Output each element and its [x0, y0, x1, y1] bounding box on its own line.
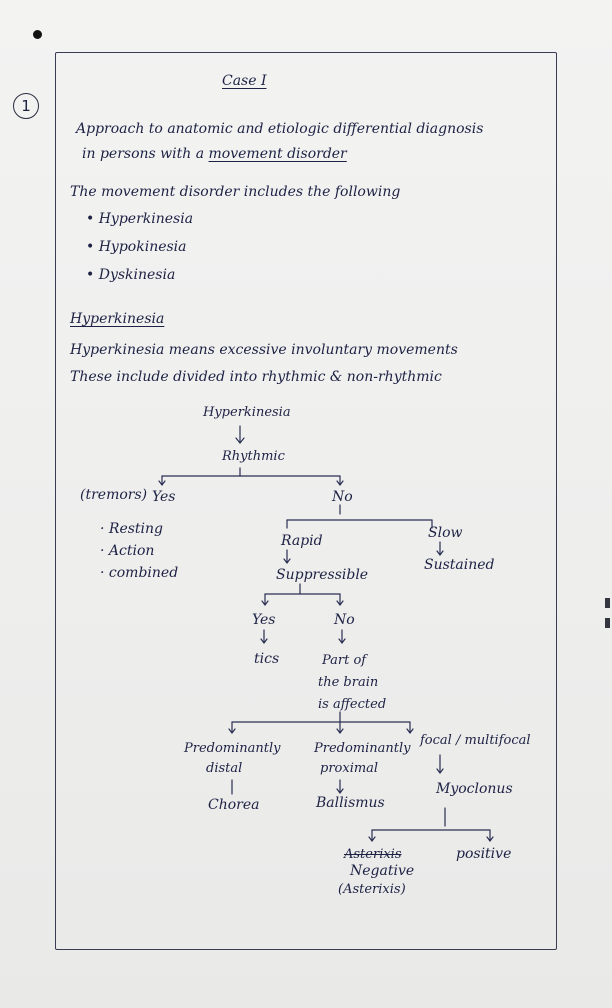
- node-chorea: Chorea: [208, 797, 260, 813]
- category-label: Hypokinesia: [98, 239, 187, 255]
- node-sustained: Sustained: [424, 557, 495, 573]
- node-positive: positive: [456, 846, 512, 862]
- node-predominantly-distal: Predominantly: [184, 741, 281, 756]
- tremor-type: · Resting: [100, 521, 163, 537]
- node-part-of-brain: is affected: [318, 697, 387, 712]
- intro-line-1: Approach to anatomic and etiologic diffe…: [76, 121, 484, 137]
- tremor-type-label: combined: [108, 565, 179, 581]
- node-slow: Slow: [428, 525, 463, 541]
- node-predominantly-proximal: proximal: [320, 761, 379, 776]
- node-part-of-brain: Part of: [322, 653, 367, 668]
- node-rapid: Rapid: [281, 533, 323, 549]
- hyperkinesia-line-1: Hyperkinesia means excessive involuntary…: [70, 342, 458, 358]
- tremor-type-label: Action: [108, 543, 155, 559]
- node-myoclonus: Myoclonus: [436, 781, 513, 797]
- node-suppressible: Suppressible: [276, 567, 369, 583]
- categories-heading: The movement disorder includes the follo…: [70, 184, 401, 200]
- page-number: 1: [13, 93, 39, 119]
- category-item: • Dyskinesia: [86, 267, 176, 283]
- intro-line-2: in persons with a movement disorder: [82, 145, 347, 163]
- movement-disorder-term: movement disorder: [208, 146, 347, 162]
- node-negative: Negative: [350, 863, 415, 879]
- node-no: No: [332, 489, 353, 505]
- node-asterixis: (Asterixis): [338, 882, 406, 897]
- tremor-type-label: Resting: [108, 521, 163, 537]
- node-rhythmic: Rhythmic: [222, 449, 285, 464]
- intro-line-2-text: in persons with a: [82, 146, 205, 162]
- node-predominantly-proximal: Predominantly: [314, 741, 411, 756]
- node-no-suppressible: No: [334, 612, 355, 628]
- hyperkinesia-heading: Hyperkinesia: [70, 311, 165, 327]
- hyperkinesia-line-2: These include divided into rhythmic & no…: [70, 369, 442, 385]
- node-hyperkinesia: Hyperkinesia: [203, 405, 291, 420]
- tremor-type: · combined: [100, 565, 179, 581]
- edge-mark: [605, 618, 610, 628]
- node-ballismus: Ballismus: [316, 795, 385, 811]
- node-tremors: (tremors): [80, 487, 148, 503]
- node-focal-multifocal: focal / multifocal: [420, 733, 531, 748]
- punch-hole: [33, 30, 42, 39]
- node-yes: Yes: [152, 489, 176, 505]
- node-predominantly-distal: distal: [206, 761, 243, 776]
- category-label: Dyskinesia: [98, 267, 176, 283]
- node-part-of-brain: the brain: [318, 675, 379, 690]
- category-item: • Hyperkinesia: [86, 211, 194, 227]
- page-border: [55, 52, 557, 950]
- edge-mark: [605, 598, 610, 608]
- node-struck-out: Asterixis: [344, 847, 402, 862]
- category-label: Hyperkinesia: [98, 211, 194, 227]
- node-tics: tics: [254, 651, 280, 667]
- tremor-type: · Action: [100, 543, 155, 559]
- page-title: Case I: [222, 73, 267, 89]
- category-item: • Hypokinesia: [86, 239, 187, 255]
- node-yes-suppressible: Yes: [252, 612, 276, 628]
